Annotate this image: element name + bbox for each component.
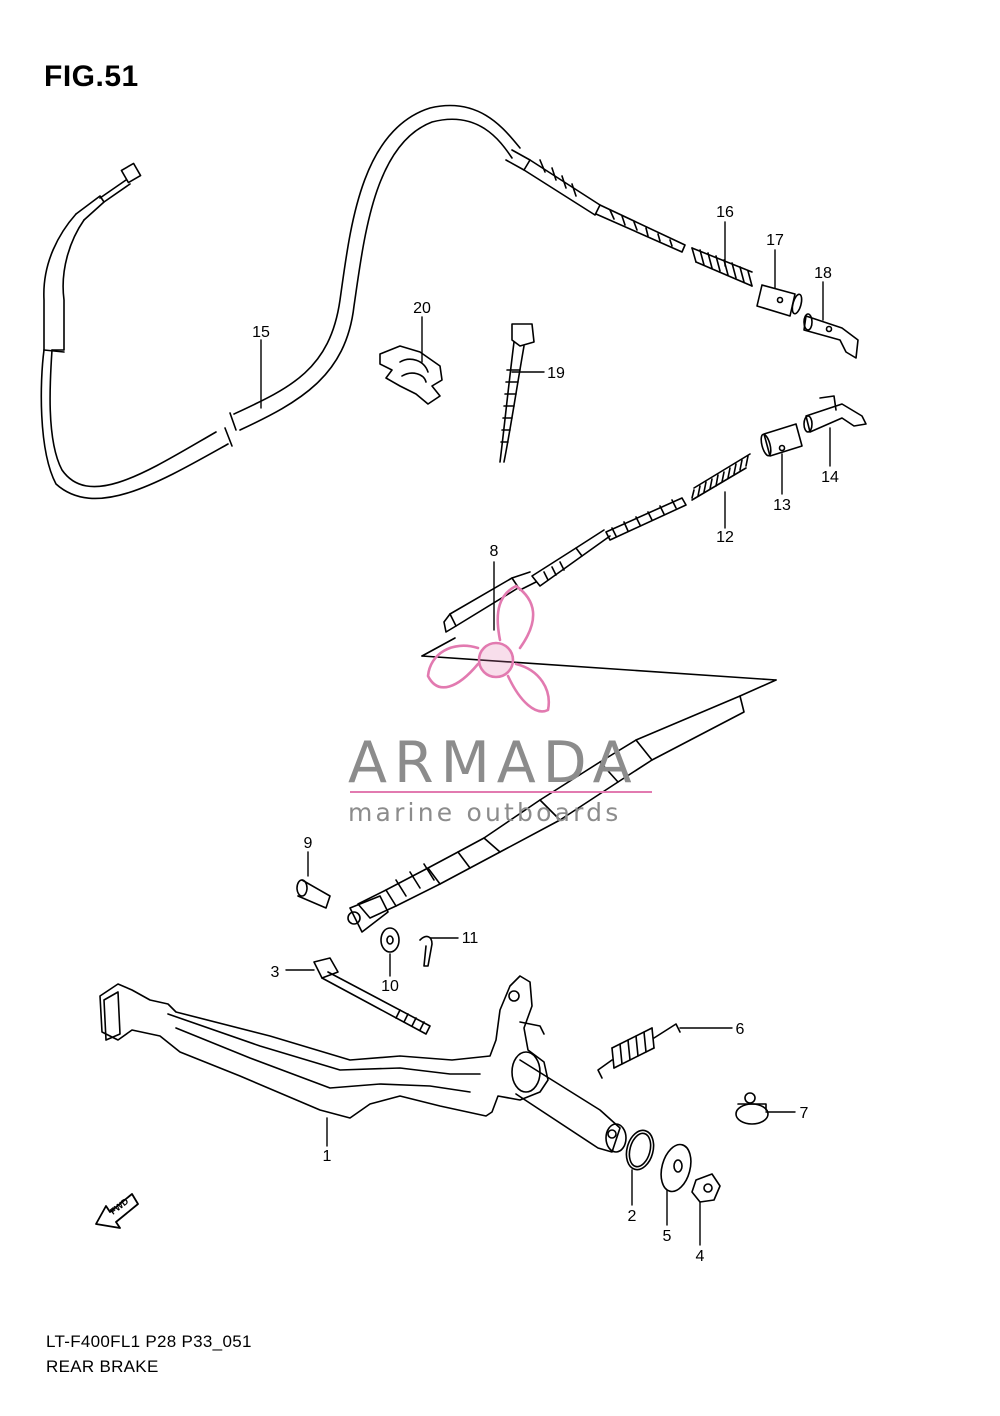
part-15-brake-cable bbox=[40, 104, 686, 500]
watermark-divider bbox=[350, 791, 652, 793]
part-11-cotter-pin bbox=[419, 935, 433, 967]
part-1-brake-pedal bbox=[99, 975, 627, 1153]
callout-10: 10 bbox=[381, 978, 399, 995]
callout-5: 5 bbox=[663, 1228, 672, 1245]
part-5-washer bbox=[660, 1143, 692, 1193]
part-12-spring bbox=[691, 453, 751, 501]
watermark-tagline: marine outboards bbox=[348, 798, 622, 827]
diagram-section-name: REAR BRAKE bbox=[46, 1357, 159, 1376]
callout-15: 15 bbox=[252, 324, 270, 341]
part-3-bolt bbox=[313, 957, 431, 1035]
part-7-pivot-nut bbox=[735, 1092, 769, 1125]
part-20-clamp bbox=[379, 345, 443, 405]
callout-19: 19 bbox=[547, 365, 565, 382]
callout-17: 17 bbox=[766, 232, 784, 249]
part-13-sleeve bbox=[760, 423, 803, 457]
callout-2: 2 bbox=[628, 1208, 637, 1225]
watermark-propeller-icon bbox=[426, 584, 551, 713]
part-17-sleeve bbox=[756, 284, 803, 317]
callout-14: 14 bbox=[821, 469, 839, 486]
part-4-nut bbox=[691, 1173, 721, 1203]
diagram-model-code: LT-F400FL1 P28 P33_051 bbox=[46, 1332, 252, 1351]
callout-3: 3 bbox=[271, 964, 280, 981]
callout-11: 11 bbox=[462, 930, 479, 947]
callout-1: 1 bbox=[323, 1148, 332, 1165]
fwd-arrow-icon: FWD bbox=[95, 1193, 139, 1229]
callout-8: 8 bbox=[490, 543, 499, 560]
part-18-joint bbox=[803, 313, 859, 359]
callout-6: 6 bbox=[736, 1021, 745, 1038]
part-6-return-spring bbox=[597, 1023, 681, 1079]
part-8-brake-cable bbox=[347, 497, 777, 933]
part-2-o-ring bbox=[625, 1129, 655, 1171]
callout-7: 7 bbox=[800, 1105, 809, 1122]
part-10-washer bbox=[380, 927, 400, 953]
callout-13: 13 bbox=[773, 497, 791, 514]
part-16-spring bbox=[691, 247, 753, 287]
part-19-tie-band bbox=[499, 323, 535, 463]
callout-16: 16 bbox=[716, 204, 734, 221]
watermark-brand-name: ARMADA bbox=[348, 730, 639, 796]
callout-9: 9 bbox=[304, 835, 313, 852]
callout-18: 18 bbox=[814, 265, 832, 282]
callout-4: 4 bbox=[696, 1248, 705, 1265]
callout-12: 12 bbox=[716, 529, 734, 546]
figure-title: FIG.51 bbox=[44, 60, 139, 93]
leader-lines bbox=[260, 221, 831, 1246]
part-14-joint bbox=[803, 395, 867, 433]
callout-20: 20 bbox=[413, 300, 431, 317]
part-9-pin bbox=[296, 879, 331, 909]
